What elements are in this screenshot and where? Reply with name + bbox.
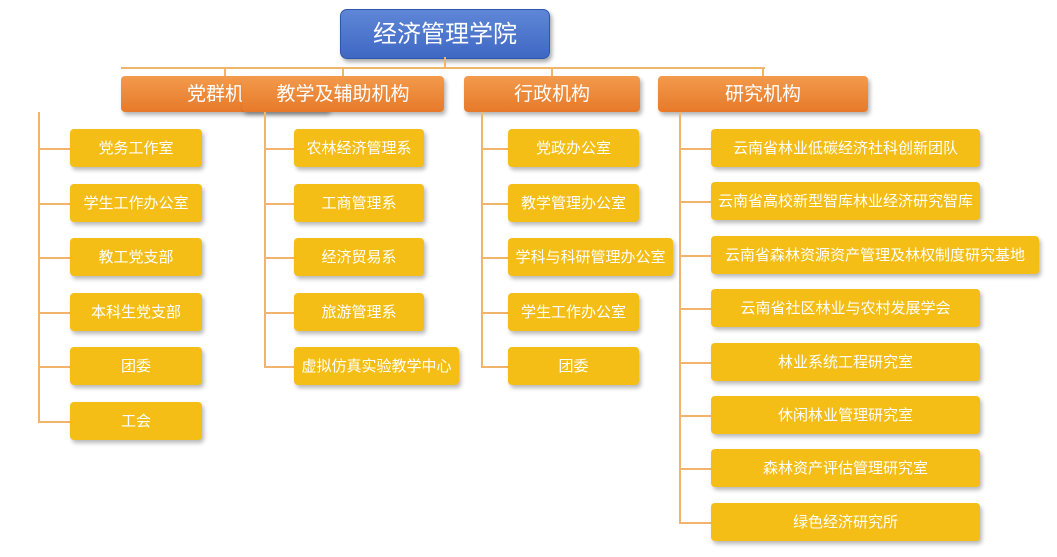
org-unit-node: 绿色经济研究所 <box>711 503 980 541</box>
item-connector <box>481 366 508 368</box>
item-connector <box>679 468 711 470</box>
org-unit-node: 旅游管理系 <box>294 293 424 331</box>
category-trunk-3 <box>481 112 483 368</box>
category-connector-3 <box>551 67 553 77</box>
item-connector <box>264 312 294 314</box>
item-connector <box>264 203 294 205</box>
item-connector <box>38 312 70 314</box>
category-node-2: 教学及辅助机构 <box>242 76 444 112</box>
category-node-3: 行政机构 <box>464 76 640 112</box>
item-connector <box>679 148 711 150</box>
item-connector <box>481 312 508 314</box>
org-unit-node: 休闲林业管理研究室 <box>711 396 980 434</box>
category-connector-4 <box>762 67 764 77</box>
item-connector <box>679 201 711 203</box>
item-connector <box>679 362 711 364</box>
root-node: 经济管理学院 <box>340 9 550 59</box>
org-unit-node: 云南省森林资源资产管理及林权制度研究基地 <box>711 236 1039 274</box>
org-unit-node: 团委 <box>70 347 202 385</box>
org-unit-node: 云南省高校新型智库林业经济研究智库 <box>711 182 980 220</box>
org-unit-node: 学生工作办公室 <box>70 184 202 222</box>
org-unit-node: 团委 <box>508 347 639 385</box>
org-unit-node: 工会 <box>70 402 202 440</box>
item-connector <box>264 366 294 368</box>
org-unit-node: 虚拟仿真实验教学中心 <box>294 347 459 385</box>
category-trunk-1 <box>38 112 40 422</box>
org-unit-node: 林业系统工程研究室 <box>711 343 980 381</box>
item-connector <box>264 148 294 150</box>
org-unit-node: 教工党支部 <box>70 238 202 276</box>
org-unit-node: 森林资产评估管理研究室 <box>711 449 980 487</box>
category-connector-1 <box>224 67 226 77</box>
item-connector <box>38 366 70 368</box>
category-bus <box>121 67 765 69</box>
item-connector <box>679 522 711 524</box>
item-connector <box>264 257 294 259</box>
org-unit-node: 党政办公室 <box>508 129 639 167</box>
org-unit-node: 本科生党支部 <box>70 293 202 331</box>
root-connector <box>444 57 446 68</box>
item-connector <box>38 148 70 150</box>
org-unit-node: 教学管理办公室 <box>508 184 639 222</box>
org-unit-node: 学科与科研管理办公室 <box>508 238 673 276</box>
org-unit-node: 经济贸易系 <box>294 238 424 276</box>
item-connector <box>38 421 70 423</box>
item-connector <box>679 415 711 417</box>
item-connector <box>679 255 711 257</box>
org-unit-node: 农林经济管理系 <box>294 129 424 167</box>
category-connector-2 <box>342 67 344 77</box>
org-unit-node: 党务工作室 <box>70 129 202 167</box>
category-trunk-4 <box>679 112 681 523</box>
org-unit-node: 云南省社区林业与农村发展学会 <box>711 289 980 327</box>
org-unit-node: 工商管理系 <box>294 184 424 222</box>
category-node-4: 研究机构 <box>658 76 868 112</box>
item-connector <box>38 203 70 205</box>
item-connector <box>679 308 711 310</box>
item-connector <box>38 257 70 259</box>
item-connector <box>481 257 508 259</box>
category-trunk-2 <box>264 112 266 368</box>
item-connector <box>481 148 508 150</box>
item-connector <box>481 203 508 205</box>
org-unit-node: 学生工作办公室 <box>508 293 639 331</box>
org-unit-node: 云南省林业低碳经济社科创新团队 <box>711 129 980 167</box>
